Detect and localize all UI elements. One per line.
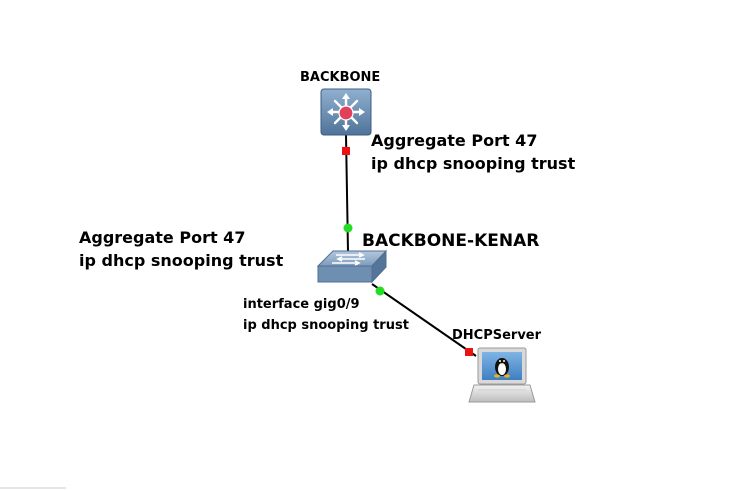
layer2-switch-icon[interactable] <box>316 249 388 284</box>
annotation-line: ip dhcp snooping trust <box>371 154 576 173</box>
port-status-backbone <box>342 147 350 155</box>
link-kenar-dhcp <box>371 283 477 357</box>
annotation-line: ip dhcp snooping trust <box>79 251 284 270</box>
layer3-switch-icon[interactable] <box>320 88 372 136</box>
annotation-backbone-port: Aggregate Port 47 ip dhcp snooping trust <box>371 129 575 175</box>
port-status-kenar-uplink <box>343 223 353 233</box>
linux-server-icon[interactable] <box>468 347 536 403</box>
port-status-kenar-server <box>375 286 385 296</box>
node-label-dhcp-server: DHCPServer <box>452 328 542 343</box>
annotation-kenar-server-port: interface gig0/9 ip dhcp snooping trust <box>243 294 409 336</box>
annotation-line: interface gig0/9 <box>243 297 360 312</box>
node-label-backbone: BACKBONE <box>300 70 381 85</box>
port-status-dhcp <box>465 348 473 356</box>
canvas-edge-mark <box>0 487 66 489</box>
annotation-kenar-uplink: Aggregate Port 47 ip dhcp snooping trust <box>79 226 283 272</box>
annotation-line: Aggregate Port 47 <box>79 228 246 247</box>
node-label-backbone-kenar: BACKBONE-KENAR <box>362 231 540 251</box>
annotation-line: ip dhcp snooping trust <box>243 318 409 333</box>
annotation-line: Aggregate Port 47 <box>371 131 538 150</box>
